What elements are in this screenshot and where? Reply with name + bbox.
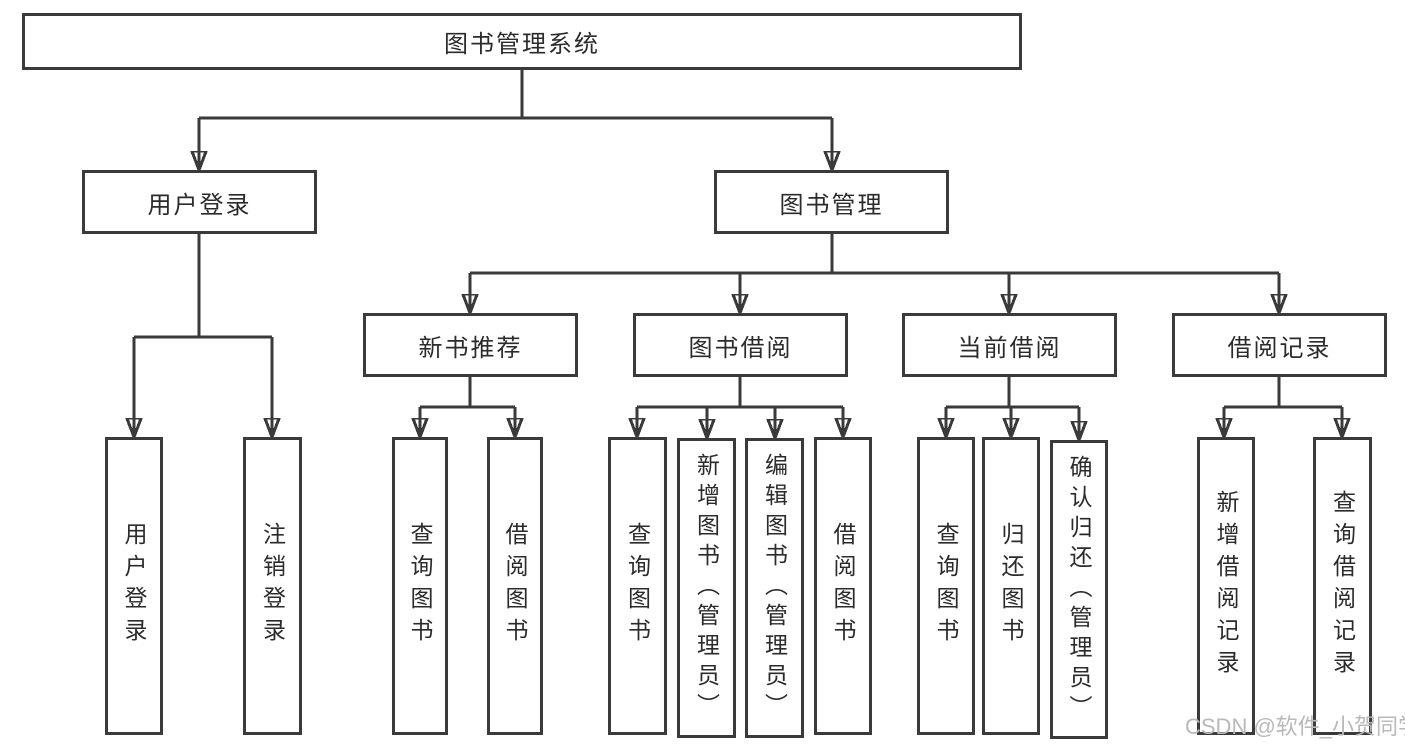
node-br-query-record: 查询借阅记录 bbox=[1313, 437, 1372, 735]
node-borrow-records: 借阅记录 bbox=[1172, 313, 1387, 377]
node-bb-edit-books-admin: 编辑图书（管理员） bbox=[745, 438, 804, 738]
node-cb-return-books: 归还图书 bbox=[982, 437, 1040, 735]
node-book-management-module: 图书管理 bbox=[714, 170, 949, 234]
node-cb-confirm-return-admin: 确认归还（管理员） bbox=[1050, 440, 1108, 739]
node-current-borrowing: 当前借阅 bbox=[902, 313, 1117, 377]
node-user-login: 用户登录 bbox=[105, 437, 163, 735]
node-br-add-record: 新增借阅记录 bbox=[1197, 437, 1255, 735]
node-bb-borrow-books: 借阅图书 bbox=[814, 437, 872, 735]
node-cb-query-books: 查询图书 bbox=[917, 437, 975, 735]
node-bb-query-books: 查询图书 bbox=[608, 437, 667, 735]
node-library-management-system: 图书管理系统 bbox=[22, 13, 1022, 70]
node-logout: 注销登录 bbox=[243, 437, 302, 735]
node-user-login-module: 用户登录 bbox=[82, 170, 317, 234]
node-rec-borrow-books: 借阅图书 bbox=[487, 437, 543, 735]
node-book-borrowing: 图书借阅 bbox=[633, 313, 848, 377]
node-new-book-recommend: 新书推荐 bbox=[363, 313, 578, 377]
node-bb-add-books-admin: 新增图书（管理员） bbox=[677, 438, 736, 738]
node-rec-query-books: 查询图书 bbox=[392, 437, 448, 735]
watermark: CSDN @软件_小贺同学 bbox=[1185, 714, 1405, 739]
